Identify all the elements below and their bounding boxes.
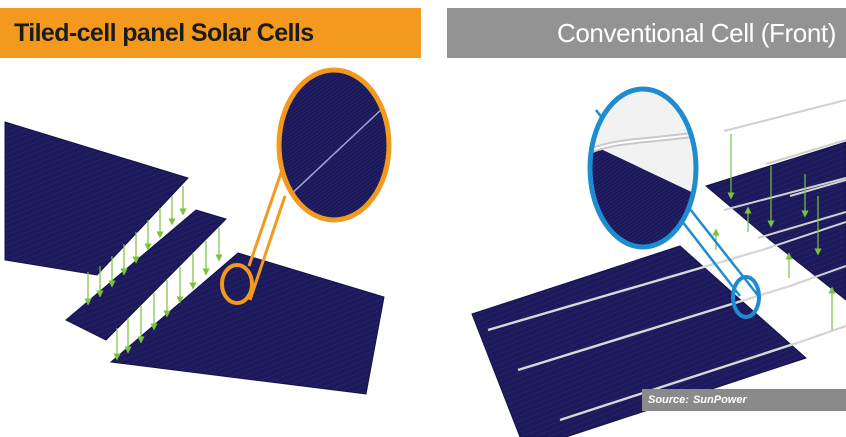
conventional-cell-title: Conventional Cell (Front) <box>556 17 836 48</box>
source-credit: Source: SunPower <box>642 389 846 411</box>
orange-zoom-lens <box>276 67 392 223</box>
top-cell-strip <box>4 121 189 276</box>
blue-zoom-lens <box>587 86 699 250</box>
orange-zoom-target <box>220 263 254 305</box>
tiled-cell-title-banner: Tiled-cell panel Solar Cells <box>0 8 421 58</box>
tiled-cell-title: Tiled-cell panel Solar Cells <box>14 18 314 47</box>
conventional-cell-title-banner: Conventional Cell (Front) <box>447 8 846 58</box>
tile-arrows <box>84 186 223 361</box>
back-cell <box>704 141 846 301</box>
conventional-cells-group <box>471 86 846 437</box>
blue-zoom-target <box>731 275 761 319</box>
conventional-arrows <box>712 134 836 330</box>
source-label: Source: <box>648 394 689 406</box>
tiled-cells-group <box>4 67 392 395</box>
orange-magnifier-callout <box>220 67 392 305</box>
front-cell-ribbons <box>487 248 807 422</box>
interconnect-ribbons <box>723 99 846 341</box>
source-name: SunPower <box>692 394 747 406</box>
source-box <box>642 389 846 411</box>
blue-magnifier-callout <box>587 86 761 319</box>
